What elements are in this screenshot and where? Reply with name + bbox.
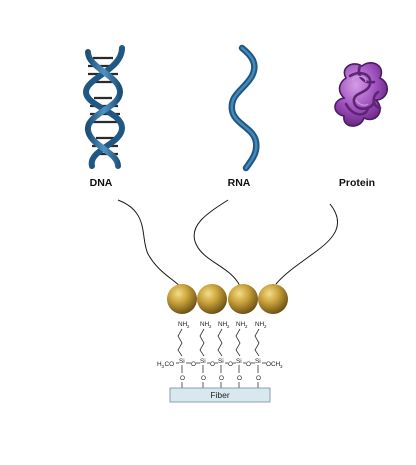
- amine-group: NH 2: [218, 321, 230, 329]
- silicon-atom: Si: [255, 358, 261, 365]
- gold-nanoparticle: [167, 284, 197, 314]
- oxygen-atom: O: [256, 375, 261, 382]
- gold-nanoparticle: [197, 284, 227, 314]
- gold-nanoparticle-row: [167, 284, 288, 314]
- silane-linker-layer: NH 2 NH 2 NH 2 NH 2 NH 2 Si Si S: [157, 321, 283, 388]
- dna-double-helix-icon: [82, 45, 126, 169]
- oxygen-atom: O: [180, 375, 185, 382]
- rna-single-helix-icon: [228, 44, 260, 172]
- oxygen-atom: O: [191, 361, 196, 368]
- svg-text:NH: NH: [200, 321, 210, 328]
- svg-text:2: 2: [187, 324, 190, 329]
- oxygen-atom: O: [237, 375, 242, 382]
- chemical-bonds: [176, 362, 266, 388]
- svg-text:H: H: [157, 361, 162, 368]
- svg-text:NH: NH: [178, 321, 188, 328]
- svg-text:2: 2: [245, 324, 248, 329]
- oxygen-atom: O: [201, 375, 206, 382]
- oxygen-atom: O: [210, 361, 215, 368]
- svg-text:2: 2: [227, 324, 230, 329]
- silicon-atom: Si: [179, 358, 185, 365]
- oxygen-atom: O: [228, 361, 233, 368]
- propyl-chains: [177, 328, 260, 357]
- svg-text:NH: NH: [255, 321, 265, 328]
- svg-text:NH: NH: [218, 321, 228, 328]
- tether-lines: [117, 199, 339, 289]
- methoxy-right: OCH 3: [266, 361, 283, 369]
- svg-text:CO: CO: [165, 361, 175, 368]
- dna-label: DNA: [90, 177, 113, 189]
- protein-tether: [275, 203, 339, 285]
- amine-group: NH 2: [236, 321, 248, 329]
- amine-group: NH 2: [255, 321, 267, 329]
- rna-label: RNA: [228, 177, 251, 189]
- rna-tether: [193, 199, 241, 287]
- amine-group: NH 2: [178, 321, 190, 329]
- svg-text:OCH: OCH: [266, 361, 281, 368]
- dna-tether: [117, 199, 183, 289]
- svg-text:2: 2: [264, 324, 267, 329]
- methoxy-left: H 3 CO: [157, 361, 174, 369]
- svg-text:3: 3: [280, 364, 283, 369]
- amine-group: NH 2: [200, 321, 212, 329]
- svg-text:3: 3: [162, 364, 165, 369]
- svg-text:NH: NH: [236, 321, 246, 328]
- protein-fold-icon: [334, 62, 388, 127]
- fiber-label: Fiber: [210, 390, 230, 400]
- oxygen-atom: O: [219, 375, 224, 382]
- gold-nanoparticle: [258, 284, 288, 314]
- fiber-substrate: Fiber: [169, 387, 271, 403]
- silicon-atom: Si: [236, 358, 242, 365]
- oxygen-atom: O: [246, 361, 251, 368]
- gold-nanoparticle: [228, 284, 258, 314]
- silicon-atom: Si: [218, 358, 224, 365]
- protein-label: Protein: [339, 177, 375, 189]
- svg-text:2: 2: [209, 324, 212, 329]
- silicon-atom: Si: [200, 358, 206, 365]
